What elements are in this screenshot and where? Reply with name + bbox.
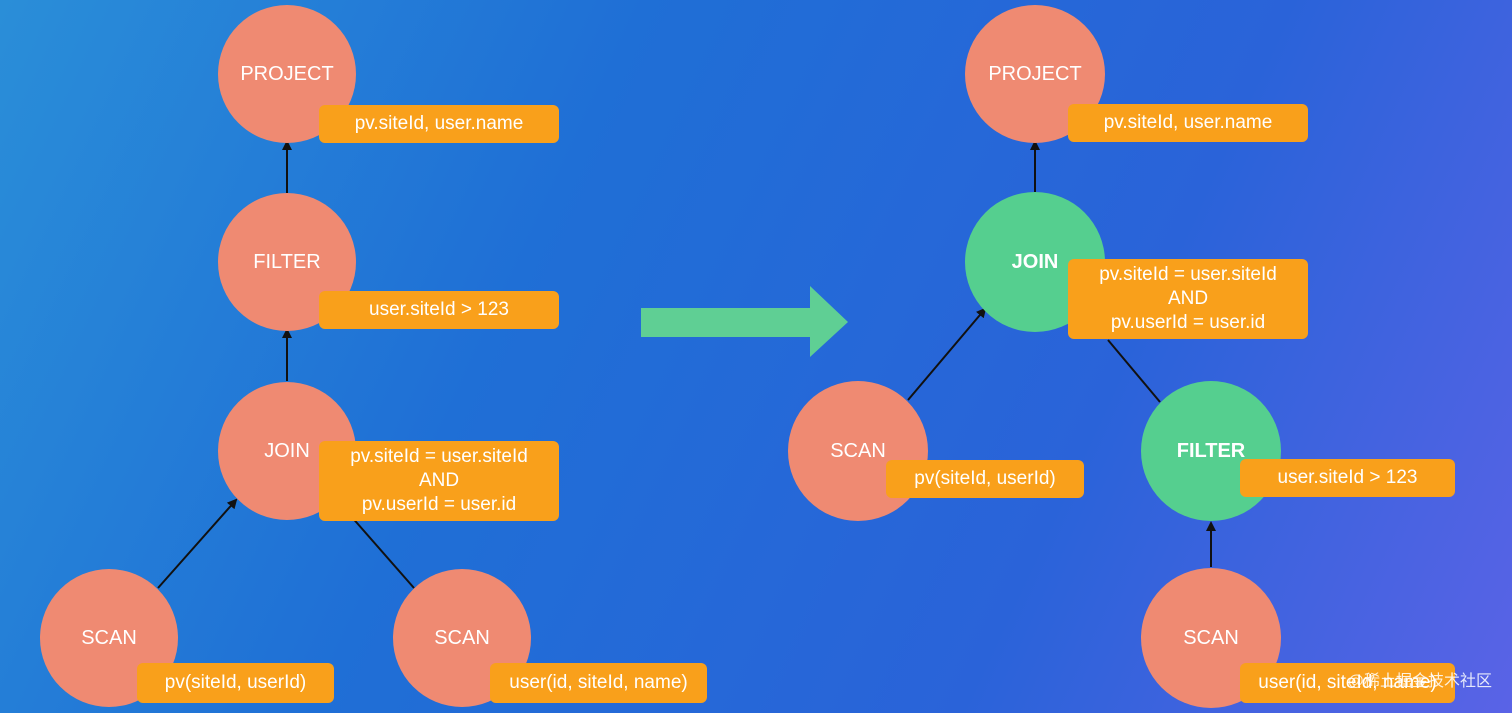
left-scan-user-node: SCAN bbox=[393, 569, 531, 707]
left-join-label: pv.siteId = user.siteId AND pv.userId = … bbox=[319, 441, 559, 521]
left-project-label: pv.siteId, user.name bbox=[319, 105, 559, 143]
right-join-label: pv.siteId = user.siteId AND pv.userId = … bbox=[1068, 259, 1308, 339]
right-scan-user-title: SCAN bbox=[1183, 626, 1239, 649]
edge-left-scanpv-to-join bbox=[157, 498, 238, 589]
edge-right-filter-to-join bbox=[1107, 339, 1161, 403]
edge-right-scanpv-to-join bbox=[907, 307, 987, 401]
left-scan-user-label: user(id, siteId, name) bbox=[490, 663, 707, 703]
right-scan-user-label: user(id, siteId, name) bbox=[1240, 663, 1455, 703]
edge-left-scanuser-to-join bbox=[349, 514, 415, 589]
left-filter-title: FILTER bbox=[253, 250, 321, 273]
transform-arrow bbox=[641, 286, 848, 357]
right-scan-pv-label: pv(siteId, userId) bbox=[886, 460, 1084, 498]
right-project-label: pv.siteId, user.name bbox=[1068, 104, 1308, 142]
right-join-title: JOIN bbox=[1011, 250, 1059, 273]
left-scan-pv-title: SCAN bbox=[81, 626, 137, 649]
right-project-title: PROJECT bbox=[988, 62, 1082, 85]
right-filter-label: user.siteId > 123 bbox=[1240, 459, 1455, 497]
left-scan-pv-label: pv(siteId, userId) bbox=[137, 663, 334, 703]
right-scan-pv-node: SCAN bbox=[788, 381, 928, 521]
left-project-title: PROJECT bbox=[240, 62, 334, 85]
left-filter-label: user.siteId > 123 bbox=[319, 291, 559, 329]
watermark: @稀土掘金技术社区 bbox=[1347, 673, 1492, 690]
right-scan-pv-title: SCAN bbox=[830, 439, 886, 462]
right-filter-node: FILTER bbox=[1141, 381, 1281, 521]
right-filter-title: FILTER bbox=[1176, 439, 1246, 462]
left-scan-user-title: SCAN bbox=[434, 626, 490, 649]
left-join-title: JOIN bbox=[264, 439, 310, 462]
